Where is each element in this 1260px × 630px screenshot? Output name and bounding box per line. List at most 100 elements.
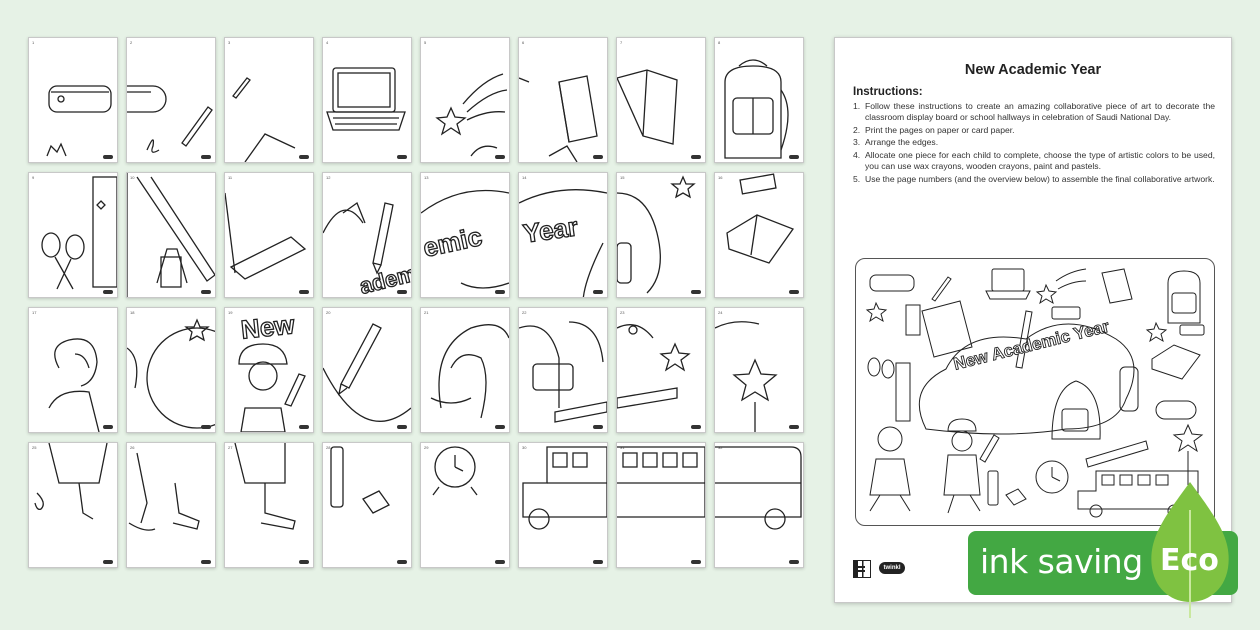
twinkl-logo <box>299 425 309 429</box>
open-book-illustration <box>726 173 795 264</box>
twinkl-logo: twinkl <box>879 562 905 574</box>
page-tile-7[interactable]: 7 <box>616 37 706 163</box>
page-number: 8 <box>718 40 721 45</box>
twinkl-logo <box>299 560 309 564</box>
twinkl-logo <box>789 425 799 429</box>
twinkl-logo <box>397 290 407 294</box>
page-tile-32[interactable]: 32 <box>714 442 804 568</box>
page-tile-26[interactable]: 26 <box>126 442 216 568</box>
running-feet-illustration <box>34 443 108 520</box>
page-tile-18[interactable]: 18 <box>126 307 216 433</box>
page-number: 17 <box>32 310 37 315</box>
boy-illustration <box>238 343 306 432</box>
page-tile-27[interactable]: 27 <box>224 442 314 568</box>
instruction-step: 4.Allocate one piece for each child to c… <box>853 150 1215 171</box>
twinkl-logo <box>299 290 309 294</box>
stars-and-ruler-illustration <box>617 324 691 409</box>
page-number: 25 <box>32 445 37 450</box>
twinkl-logo <box>691 425 701 429</box>
title-fragment: New <box>239 309 297 346</box>
page-number: 1 <box>32 40 35 45</box>
page-tile-4[interactable]: 4 <box>322 37 412 163</box>
pencil-illustration <box>323 323 411 422</box>
boy-legs-illustration <box>234 443 296 530</box>
instruction-sheet: New Academic Year Instructions: 1.Follow… <box>834 37 1232 603</box>
ruler-and-pencil-illustration <box>127 173 215 297</box>
running-feet-illustration <box>128 452 200 531</box>
twinkl-logo <box>593 290 603 294</box>
page-number: 11 <box>228 175 233 180</box>
page-tile-31[interactable]: 31 <box>616 442 706 568</box>
backpack-illustration <box>430 324 509 419</box>
page-number: 20 <box>326 310 331 315</box>
page-tile-22[interactable]: 22 <box>518 307 608 433</box>
star-and-girl-illustration <box>127 318 215 429</box>
page-number: 3 <box>228 40 231 45</box>
page-tile-1[interactable]: 1 <box>28 37 118 163</box>
page-tile-10[interactable]: 10 <box>126 172 216 298</box>
page-tile-28[interactable]: 28 <box>322 442 412 568</box>
twinkl-logo <box>495 290 505 294</box>
book-illustration <box>519 75 598 162</box>
page-tile-25[interactable]: 25 <box>28 442 118 568</box>
twinkl-logo <box>593 425 603 429</box>
instruction-steps: 1.Follow these instructions to create an… <box>853 101 1215 187</box>
backpack-illustration <box>724 59 789 159</box>
twinkl-logo <box>103 290 113 294</box>
instruction-step: 1.Follow these instructions to create an… <box>853 101 1215 122</box>
page-tile-15[interactable]: 15 <box>616 172 706 298</box>
pencil-and-cloud-illustration <box>323 201 394 275</box>
twinkl-logo <box>201 425 211 429</box>
girl-illustration <box>48 338 100 432</box>
page-tile-8[interactable]: 8 <box>714 37 804 163</box>
eco-leaf-icon <box>1151 482 1229 618</box>
school-bus-illustration <box>522 446 607 530</box>
shooting-star-illustration <box>435 73 508 157</box>
page-tile-24[interactable]: 24 <box>714 307 804 433</box>
page-number: 13 <box>424 175 429 180</box>
page-tile-20[interactable]: 20 <box>322 307 412 433</box>
laptop-illustration <box>326 67 406 131</box>
twinkl-logo <box>397 425 407 429</box>
page-tile-3[interactable]: 3 <box>224 37 314 163</box>
cloud-banner-illustration <box>519 189 607 297</box>
school-bus-illustration <box>715 446 802 530</box>
page-tile-23[interactable]: 23 <box>616 307 706 433</box>
page-tile-14[interactable]: 14 Year <box>518 172 608 298</box>
page-number: 18 <box>130 310 135 315</box>
page-tile-21[interactable]: 21 <box>420 307 510 433</box>
twinkl-logo <box>201 155 211 159</box>
twinkl-logo <box>691 155 701 159</box>
page-number: 23 <box>620 310 625 315</box>
page-tile-19[interactable]: 19 New <box>224 307 314 433</box>
ink-saving-label: ink saving <box>980 542 1143 581</box>
twinkl-logo <box>103 560 113 564</box>
alarm-clock-illustration <box>432 446 478 496</box>
scissors-illustration <box>41 176 117 290</box>
page-tile-2[interactable]: 2 <box>126 37 216 163</box>
eco-label: Eco <box>1160 543 1219 578</box>
page-tile-5[interactable]: 5 <box>420 37 510 163</box>
page-tile-17[interactable]: 17 <box>28 307 118 433</box>
page-number: 19 <box>228 310 233 315</box>
page-number: 27 <box>228 445 233 450</box>
page-tile-12[interactable]: 12 ademic <box>322 172 412 298</box>
twinkl-logo <box>201 560 211 564</box>
page-tile-29[interactable]: 29 <box>420 442 510 568</box>
page-tile-30[interactable]: 30 <box>518 442 608 568</box>
twinkl-logo <box>103 425 113 429</box>
pencil-case-and-pen-illustration <box>127 85 213 153</box>
page-tile-11[interactable]: 11 <box>224 172 314 298</box>
page-number: 6 <box>522 40 525 45</box>
instruction-step: 2.Print the pages on paper or card paper… <box>853 124 1015 135</box>
page-tile-16[interactable]: 16 <box>714 172 804 298</box>
twinkl-logo <box>789 155 799 159</box>
twinkl-logo <box>789 560 799 564</box>
page-tile-9[interactable]: 9 <box>28 172 118 298</box>
page-number: 21 <box>424 310 429 315</box>
page-tile-13[interactable]: 13 emic <box>420 172 510 298</box>
page-number: 29 <box>424 445 429 450</box>
page-tile-6[interactable]: 6 <box>518 37 608 163</box>
page-number: 16 <box>718 175 723 180</box>
page-number: 26 <box>130 445 135 450</box>
